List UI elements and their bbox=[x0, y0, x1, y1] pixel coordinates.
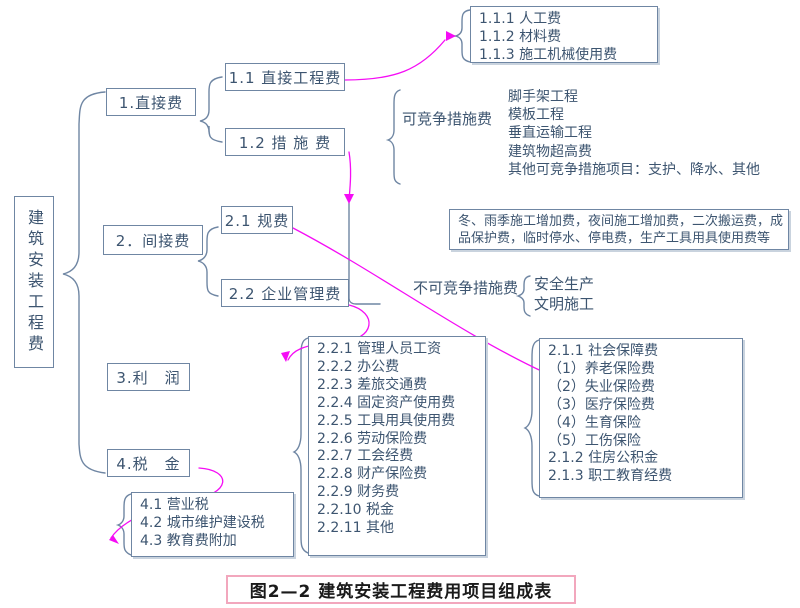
detail-line: 2.1.1 社会保障费 bbox=[548, 343, 659, 359]
brace-root bbox=[62, 91, 106, 474]
list-item: 建筑物超高费 bbox=[508, 143, 592, 160]
detail-line: 2.2.5 工具用具使用费 bbox=[317, 412, 456, 429]
note-line: 品保护费，临时停水、停电费，生产工具用具使用费等 bbox=[458, 230, 771, 246]
node-indirect-cost[interactable]: 2．间接费 bbox=[103, 225, 203, 255]
detail-line: （3）医疗保险费 bbox=[548, 396, 655, 413]
box-competitive-note[interactable]: 冬、雨季施工增加费，夜间施工增加费，二次搬运费，成 品保护费，临时停水、停电费，… bbox=[449, 209, 789, 250]
detail-line: 2.2.1 管理人员工资 bbox=[317, 341, 442, 357]
detail-line: 2.2.11 其他 bbox=[317, 520, 394, 537]
brace-direct bbox=[199, 76, 223, 143]
detail-line: 2.2.3 差旅交通费 bbox=[317, 376, 428, 393]
detail-line: （5）工伤保险 bbox=[548, 432, 641, 449]
box-management-detail[interactable]: 2.2.1 管理人员工资 2.2.2 办公费 2.2.3 差旅交通费 2.2.4… bbox=[308, 336, 486, 556]
detail-line: 4.2 城市维护建设税 bbox=[140, 514, 265, 531]
detail-line: 1.1.1 人工费 bbox=[479, 11, 562, 27]
detail-line: 2.2.6 劳动保险费 bbox=[317, 430, 428, 447]
detail-line: 1.1.3 施工机械使用费 bbox=[479, 46, 618, 63]
label-noncompetitive-measures: 不可竞争措施费 bbox=[413, 279, 519, 297]
detail-line: 2.2.2 办公费 bbox=[317, 358, 400, 375]
node-direct-engineering-cost[interactable]: 1.1 直接工程费 bbox=[225, 63, 345, 91]
detail-line: 2.2.9 财务费 bbox=[317, 484, 400, 501]
brace-tax-detail bbox=[115, 493, 132, 556]
list-item: 垂直运输工程 bbox=[508, 125, 592, 142]
node-enterprise-management-fee[interactable]: 2.2 企业管理费 bbox=[221, 279, 349, 307]
brace-competitive bbox=[385, 89, 401, 185]
detail-line: （2）失业保险费 bbox=[548, 378, 655, 395]
arrow-1-2 bbox=[344, 194, 354, 204]
list-noncompetitive-measures: 安全生产 文明施工 bbox=[534, 275, 594, 314]
list-item: 安全生产 bbox=[534, 275, 595, 293]
note-line: 冬、雨季施工增加费，夜间施工增加费，二次搬运费，成 bbox=[458, 214, 784, 229]
detail-line: 4.3 教育费附加 bbox=[140, 532, 237, 549]
detail-line: 2.2.4 固定资产使用费 bbox=[317, 394, 456, 411]
list-item: 脚手架工程 bbox=[508, 89, 578, 105]
node-guifei[interactable]: 2.1 规费 bbox=[221, 206, 293, 234]
node-direct-cost[interactable]: 1.直接费 bbox=[106, 88, 196, 116]
detail-line: 2.2.7 工会经费 bbox=[317, 448, 414, 465]
box-tax-detail[interactable]: 4.1 营业税 4.2 城市维护建设税 4.3 教育费附加 bbox=[131, 492, 294, 557]
detail-line: 2.2.8 财产保险费 bbox=[317, 466, 428, 483]
node-profit[interactable]: 3.利 润 bbox=[107, 363, 190, 391]
figure-caption: 图2—2 建筑安装工程费用项目组成表 bbox=[226, 575, 576, 604]
brace-management-detail bbox=[292, 337, 309, 554]
list-item: 其他可竞争措施项目：支护、降水、其他 bbox=[508, 161, 760, 178]
detail-line: 1.1.2 材料费 bbox=[479, 28, 562, 45]
arrow-1-1 bbox=[446, 31, 456, 41]
label-competitive-measures: 可竞争措施费 bbox=[402, 110, 493, 128]
root-node[interactable]: 建筑安装工程费 bbox=[14, 196, 54, 368]
line-measures-spine bbox=[348, 202, 381, 305]
node-measures-cost[interactable]: 1.2 措 施 费 bbox=[225, 128, 345, 156]
detail-line: （1）养老保险费 bbox=[548, 360, 655, 377]
box-guifei-detail[interactable]: 2.1.1 社会保障费 （1）养老保险费 （2）失业保险费 （3）医疗保险费 （… bbox=[539, 338, 743, 498]
accent-1-2-to-measures bbox=[348, 151, 352, 201]
node-tax[interactable]: 4.税 金 bbox=[107, 449, 190, 477]
arrow-2-2 bbox=[281, 351, 290, 362]
brace-indirect bbox=[197, 226, 219, 297]
brace-direct-detail bbox=[453, 9, 471, 63]
detail-line: 2.1.3 职工教育经费 bbox=[548, 468, 673, 485]
brace-guifei-detail bbox=[523, 339, 540, 497]
list-competitive-measures: 脚手架工程 模板工程 垂直运输工程 建筑物超高费 其他可竞争措施项目：支护、降水… bbox=[508, 88, 760, 179]
box-direct-engineering-detail[interactable]: 1.1.1 人工费 1.1.2 材料费 1.1.3 施工机械使用费 bbox=[470, 6, 658, 63]
list-item: 文明施工 bbox=[534, 294, 595, 313]
arrow-4 bbox=[109, 535, 119, 544]
brace-noncompetitive bbox=[515, 275, 531, 317]
detail-line: 2.1.2 住房公积金 bbox=[548, 450, 659, 467]
detail-line: （4）生育保险 bbox=[548, 414, 641, 431]
accent-1-1-to-detail bbox=[344, 39, 446, 81]
list-item: 模板工程 bbox=[508, 107, 564, 124]
detail-line: 4.1 营业税 bbox=[140, 497, 209, 513]
detail-line: 2.2.10 税金 bbox=[317, 502, 394, 519]
